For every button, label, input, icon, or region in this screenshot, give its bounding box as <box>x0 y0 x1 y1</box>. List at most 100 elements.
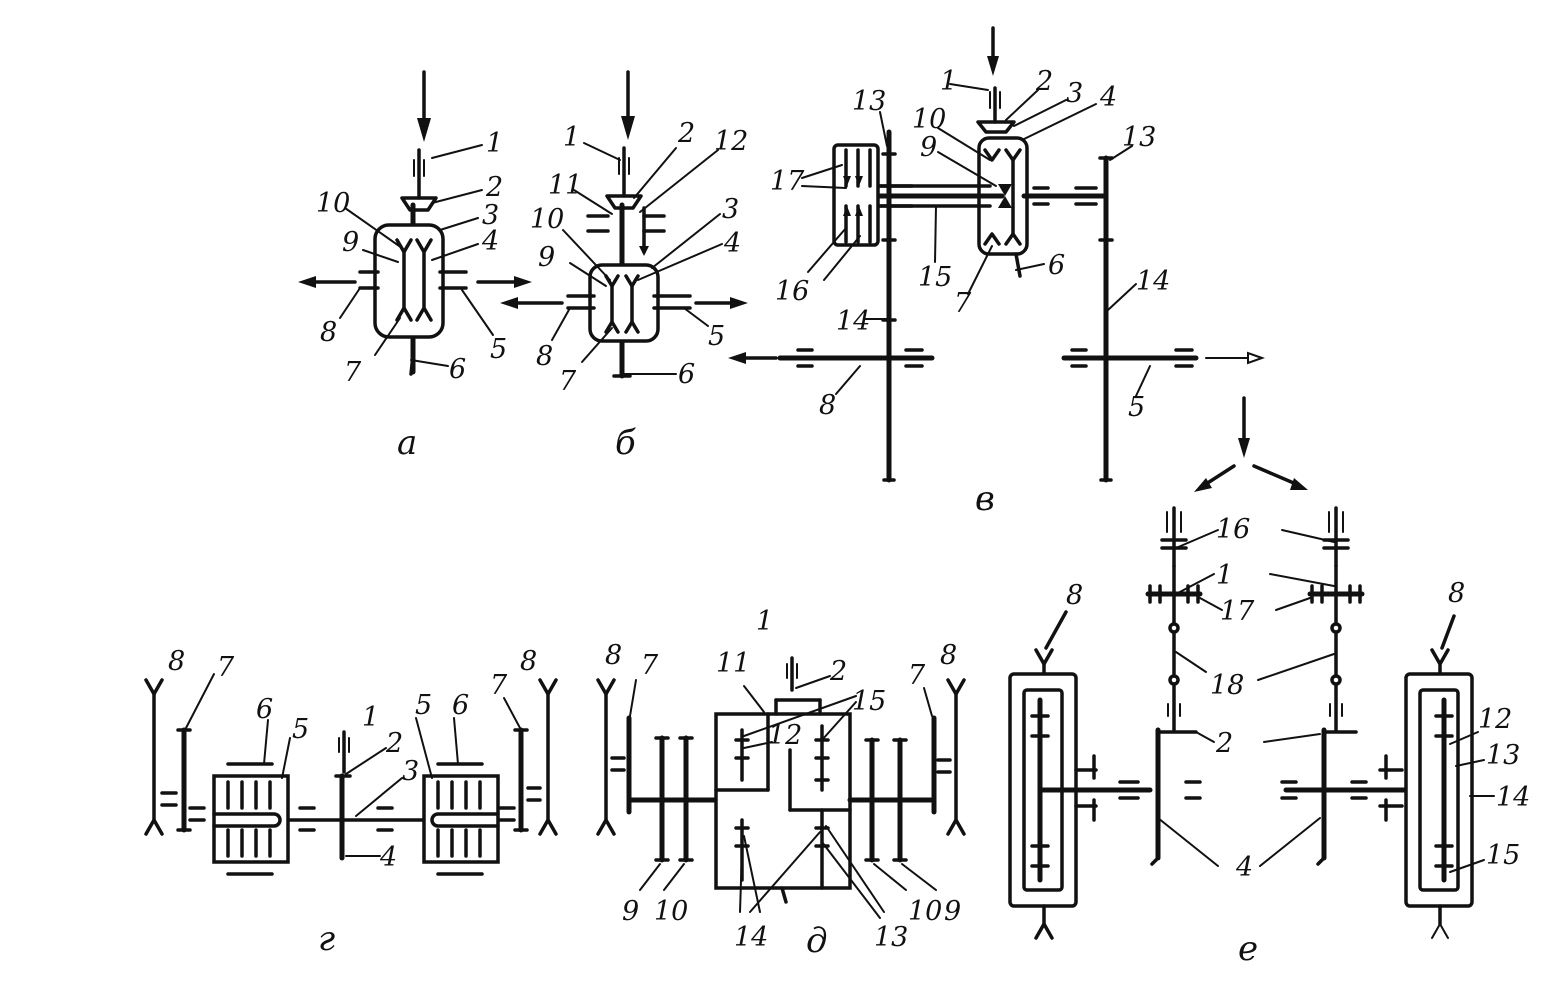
diagram-d-leaders <box>629 675 937 919</box>
diagram-v-leaders <box>801 83 1151 397</box>
label-v-14a: 14 <box>836 306 870 337</box>
label-v-14b: 14 <box>1136 266 1170 297</box>
label-a-4: 4 <box>481 226 499 257</box>
label-g-8b: 8 <box>520 646 537 677</box>
diagram-a: 1 2 3 4 5 6 7 8 9 10 а <box>298 70 532 463</box>
label-b-12: 12 <box>714 126 748 157</box>
diagram-a-mechanism <box>358 148 468 376</box>
label-b-2: 2 <box>677 118 695 149</box>
diagram-b-mechanism <box>566 146 692 379</box>
diagram-b-output-arrows <box>500 297 748 309</box>
label-a-7: 7 <box>344 357 362 388</box>
label-g-2: 2 <box>385 728 403 759</box>
diagram-e-leaders <box>1044 529 1495 873</box>
label-e-8a: 8 <box>1066 580 1083 611</box>
label-v-8: 8 <box>819 390 836 421</box>
label-b-6: 6 <box>678 359 695 390</box>
label-g-6a: 6 <box>256 694 273 725</box>
label-g-8a: 8 <box>168 646 185 677</box>
diagram-e-input-arrows <box>1194 396 1308 492</box>
label-a-5: 5 <box>490 334 507 365</box>
caption-d: д <box>806 921 828 961</box>
label-b-5: 5 <box>708 321 725 352</box>
label-b-1: 1 <box>563 122 580 153</box>
label-b-8: 8 <box>536 341 553 372</box>
label-v-5: 5 <box>1128 392 1145 423</box>
label-e-2: 2 <box>1215 728 1233 759</box>
label-d-8b: 8 <box>940 640 957 671</box>
label-v-16: 16 <box>775 276 809 307</box>
diagram-b-leaders <box>551 142 723 375</box>
label-d-13: 13 <box>874 922 908 953</box>
label-a-1: 1 <box>486 128 503 159</box>
label-d-2: 2 <box>829 656 847 687</box>
label-v-3: 3 <box>1066 78 1083 109</box>
diagram-b-input-arrow <box>621 70 635 140</box>
label-b-3: 3 <box>722 194 739 225</box>
diagram-v: 1 2 3 4 10 9 13 13 17 16 15 7 6 14 14 8 … <box>728 26 1265 519</box>
label-d-10b: 10 <box>908 896 942 927</box>
label-d-15: 15 <box>852 686 886 717</box>
label-b-10: 10 <box>530 204 564 235</box>
label-g-3: 3 <box>402 756 419 787</box>
label-d-10a: 10 <box>654 896 688 927</box>
label-v-6: 6 <box>1048 250 1065 281</box>
caption-g: г <box>318 919 335 959</box>
caption-a: а <box>397 423 417 463</box>
caption-e: е <box>1238 929 1258 969</box>
label-a-2: 2 <box>485 172 503 203</box>
label-v-13b: 13 <box>1122 122 1156 153</box>
label-v-9: 9 <box>920 132 937 163</box>
label-d-14: 14 <box>734 922 768 953</box>
label-b-7: 7 <box>559 366 577 397</box>
label-e-16: 16 <box>1216 514 1250 545</box>
label-d-1: 1 <box>756 606 773 637</box>
diagram-v-input-arrow <box>987 26 999 76</box>
label-a-3: 3 <box>482 200 499 231</box>
label-d-9b: 9 <box>944 896 961 927</box>
label-g-7b: 7 <box>490 670 508 701</box>
label-a-6: 6 <box>449 354 466 385</box>
label-d-7b: 7 <box>908 660 926 691</box>
label-g-7a: 7 <box>217 652 235 683</box>
diagram-e-mechanism <box>1008 506 1474 940</box>
label-v-1: 1 <box>940 66 957 97</box>
label-v-2: 2 <box>1035 66 1053 97</box>
label-g-5b: 5 <box>415 690 432 721</box>
label-b-11: 11 <box>548 170 582 201</box>
label-e-15: 15 <box>1486 840 1520 871</box>
diagram-e: 8 8 16 1 17 18 2 4 12 13 14 15 е <box>1008 396 1530 969</box>
diagram-g: 8 7 6 5 1 2 3 4 5 6 7 8 г <box>144 646 558 959</box>
label-g-1: 1 <box>362 702 379 733</box>
label-e-1: 1 <box>1216 560 1233 591</box>
label-d-8a: 8 <box>605 640 622 671</box>
label-g-5a: 5 <box>292 714 309 745</box>
caption-v: в <box>975 479 995 519</box>
diagram-g-mechanism <box>144 678 558 876</box>
diagram-d-mechanism <box>596 656 966 904</box>
diagram-v-output-arrows <box>728 351 1265 365</box>
label-d-9a: 9 <box>622 896 639 927</box>
diagram-v-mechanism <box>777 86 1199 483</box>
label-b-9: 9 <box>538 242 555 273</box>
caption-b: б <box>615 423 636 463</box>
label-d-11: 11 <box>716 648 750 679</box>
diagram-a-output-arrows <box>298 276 532 288</box>
label-g-4: 4 <box>379 842 397 873</box>
label-e-18: 18 <box>1210 670 1244 701</box>
label-v-7: 7 <box>954 288 972 319</box>
diagram-d: 8 7 1 11 2 15 12 7 8 9 10 14 13 10 9 д <box>596 606 966 961</box>
label-e-8b: 8 <box>1448 578 1465 609</box>
diagram-g-leaders <box>185 673 521 857</box>
label-a-9: 9 <box>342 227 359 258</box>
label-e-4: 4 <box>1235 852 1253 883</box>
diagram-b: 1 2 12 11 3 10 4 9 5 8 7 6 б <box>500 70 748 463</box>
label-a-10: 10 <box>316 188 350 219</box>
label-v-15: 15 <box>918 262 952 293</box>
label-v-10: 10 <box>912 104 946 135</box>
label-v-4: 4 <box>1099 82 1117 113</box>
label-v-17: 17 <box>770 166 805 197</box>
label-e-17: 17 <box>1220 596 1255 627</box>
label-v-13a: 13 <box>852 86 886 117</box>
